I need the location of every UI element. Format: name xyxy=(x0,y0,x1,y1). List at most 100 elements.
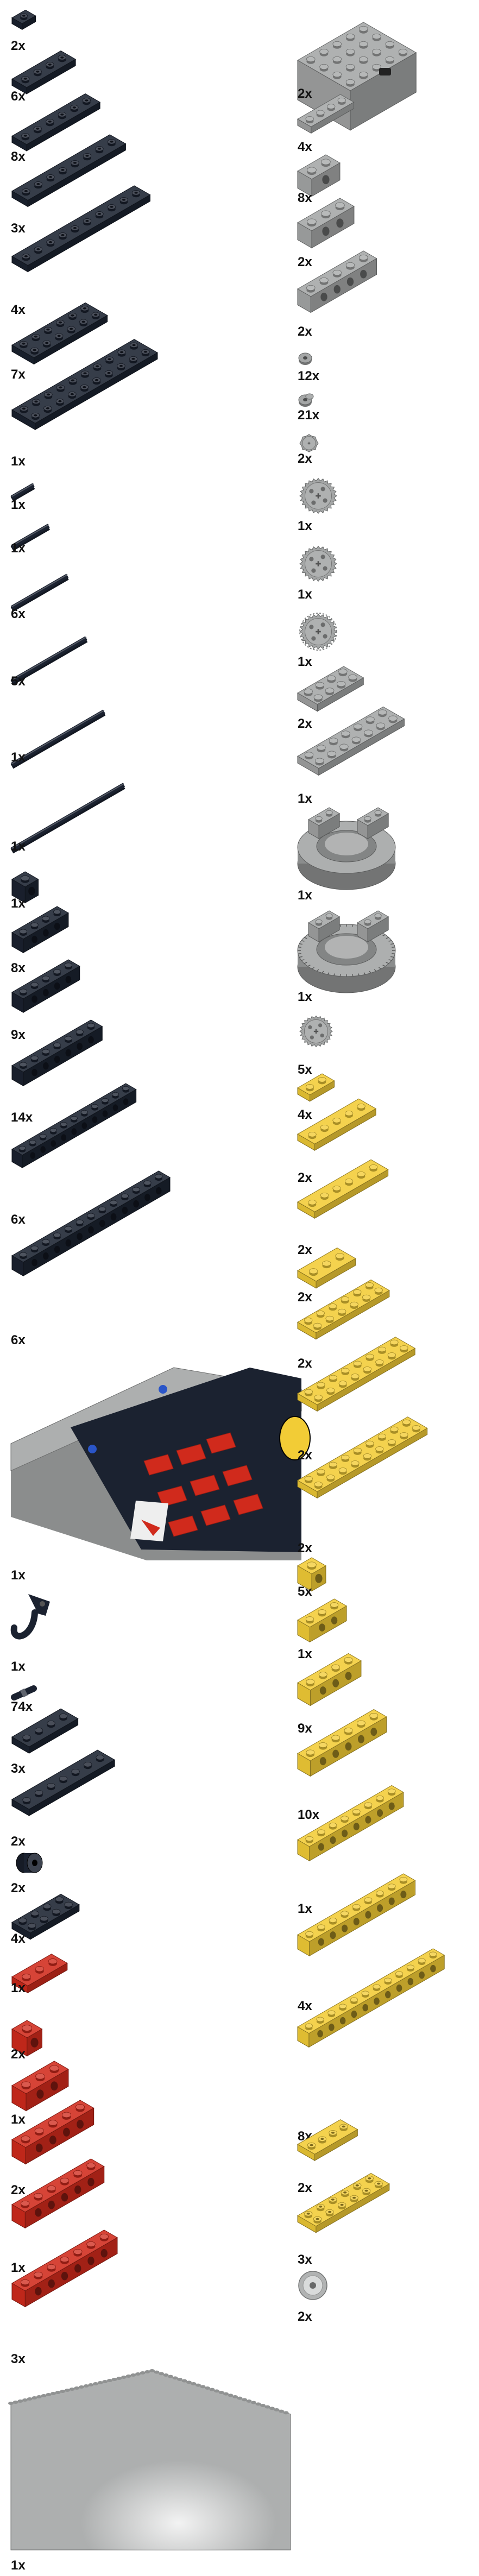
right-quantity-label: 9x xyxy=(298,1721,312,1736)
right-quantity-label: 12x xyxy=(298,369,320,383)
left-part-battery-box-assembly xyxy=(10,1367,311,1560)
right-part-gear-24-crown xyxy=(299,613,337,651)
right-quantity-label: 10x xyxy=(298,1807,320,1822)
right-part-plate-1x4 xyxy=(297,1073,335,1102)
left-part-technic-brick-1x8 xyxy=(11,2158,105,2229)
left-quantity-label: 4x xyxy=(11,1931,26,1946)
left-part-technic-brick-1x8 xyxy=(11,1019,103,1087)
right-quantity-label: 5x xyxy=(298,1062,312,1077)
right-quantity-label: 4x xyxy=(298,1107,312,1122)
right-quantity-label: 2x xyxy=(298,716,312,731)
right-part-turntable-top xyxy=(297,807,396,890)
left-quantity-label: 3x xyxy=(11,1761,26,1776)
right-part-gear-24 xyxy=(299,1015,333,1048)
left-quantity-label: 1x xyxy=(11,750,26,765)
right-quantity-label: 1x xyxy=(298,1647,312,1661)
right-quantity-label: 1x xyxy=(298,1901,312,1916)
left-quantity-label: 1x xyxy=(11,497,26,512)
right-part-technic-brick-1x4 xyxy=(297,1598,348,1643)
left-part-technic-plate-2x6 xyxy=(11,93,101,152)
left-quantity-label: 1x xyxy=(11,2112,26,2127)
left-part-axle-8 xyxy=(10,574,69,612)
right-part-technic-brick-1x6 xyxy=(297,250,377,313)
left-part-plate-2x4 xyxy=(11,1893,80,1940)
right-part-plate-2x4 xyxy=(297,666,364,712)
right-part-plate-2x16 xyxy=(297,1416,428,1499)
left-quantity-label: 1x xyxy=(11,839,26,854)
left-part-technic-pin xyxy=(11,1685,37,1700)
left-quantity-label: 74x xyxy=(11,1699,33,1714)
right-quantity-label: 2x xyxy=(298,1243,312,1257)
right-part-plate-2x10 xyxy=(297,706,405,776)
right-part-technic-brick-1x8 xyxy=(297,1709,387,1777)
left-quantity-label: 6x xyxy=(11,607,26,621)
left-part-technic-brick-1x1 xyxy=(11,871,39,904)
right-part-half-bush xyxy=(298,393,314,407)
left-part-technic-brick-1x16 xyxy=(11,1170,171,1277)
left-quantity-label: 5x xyxy=(11,674,26,689)
left-part-axle-16 xyxy=(10,783,125,854)
right-part-plate-1x4 xyxy=(297,94,355,134)
right-quantity-label: 2x xyxy=(298,86,312,101)
left-quantity-label: 9x xyxy=(11,1028,26,1042)
left-part-technic-plate-2x4 xyxy=(11,51,77,95)
right-quantity-label: 2x xyxy=(298,1170,312,1185)
right-part-plate-2x16 xyxy=(297,1337,416,1412)
right-quantity-label: 2x xyxy=(298,1290,312,1305)
left-part-axle-3 xyxy=(10,483,35,502)
left-quantity-label: 1x xyxy=(11,454,26,469)
right-quantity-label: 1x xyxy=(298,654,312,669)
left-quantity-label: 6x xyxy=(11,89,26,104)
left-quantity-label: 1x xyxy=(11,1659,26,1674)
right-part-technic-brick-1x12 xyxy=(297,1785,404,1862)
left-part-technic-plate-2x8 xyxy=(11,134,127,207)
right-part-technic-brick-1x4 xyxy=(297,198,355,249)
left-quantity-label: 1x xyxy=(11,541,26,556)
left-quantity-label: 1x xyxy=(11,2260,26,2275)
right-quantity-label: 2x xyxy=(298,324,312,339)
right-quantity-label: 1x xyxy=(298,990,312,1004)
right-quantity-label: 2x xyxy=(298,2181,312,2195)
left-quantity-label: 2x xyxy=(11,2183,26,2197)
right-quantity-label: 2x xyxy=(298,1448,312,1463)
right-quantity-label: 2x xyxy=(298,1356,312,1371)
left-part-plate-2x10 xyxy=(11,1749,116,1816)
right-part-gear-8 xyxy=(299,434,319,452)
left-quantity-label: 3x xyxy=(11,2352,26,2366)
left-quantity-label: 1x xyxy=(11,2558,26,2573)
left-part-axle-12 xyxy=(10,709,106,769)
left-quantity-label: 1x xyxy=(11,1981,26,1995)
left-part-technic-plate-1x2-with-hole xyxy=(11,9,36,30)
left-part-plate-2x6 xyxy=(11,1708,79,1754)
right-part-wheel xyxy=(298,2271,327,2300)
left-part-technic-plate-2x6 xyxy=(11,302,108,365)
left-part-baseplate-16x16 xyxy=(8,2369,291,2550)
right-quantity-label: 1x xyxy=(298,519,312,533)
left-quantity-label: 1x xyxy=(11,1568,26,1583)
right-quantity-label: 3x xyxy=(298,2252,312,2267)
right-part-turntable-base xyxy=(297,910,396,993)
right-part-gear-24 xyxy=(299,477,337,514)
right-quantity-label: 4x xyxy=(298,140,312,154)
left-part-technic-brick-1x6 xyxy=(11,2100,94,2165)
right-part-bush xyxy=(298,352,312,365)
left-quantity-label: 1x xyxy=(11,896,26,911)
right-part-technic-brick-1x6 xyxy=(297,1653,362,1706)
right-quantity-label: 2x xyxy=(298,451,312,466)
left-part-hook xyxy=(10,1594,50,1640)
left-part-technic-plate-2x12 xyxy=(11,339,158,430)
right-part-plate-2x8 xyxy=(297,1098,377,1151)
right-quantity-label: 4x xyxy=(298,1999,312,2013)
left-quantity-label: 6x xyxy=(11,1212,26,1227)
right-part-technic-brick-1x16 xyxy=(297,1873,416,1957)
right-part-technic-brick-1x2 xyxy=(297,154,341,197)
left-quantity-label: 6x xyxy=(11,1333,26,1347)
right-part-technic-plate-2x8 xyxy=(297,2172,390,2233)
left-part-wheel-hub xyxy=(16,1853,43,1873)
left-part-axle-6 xyxy=(10,524,51,551)
right-quantity-label: 1x xyxy=(298,888,312,903)
right-part-plate-2x10 xyxy=(297,1159,389,1219)
left-quantity-label: 7x xyxy=(11,367,26,382)
right-part-plate-2x6 xyxy=(297,1248,356,1289)
